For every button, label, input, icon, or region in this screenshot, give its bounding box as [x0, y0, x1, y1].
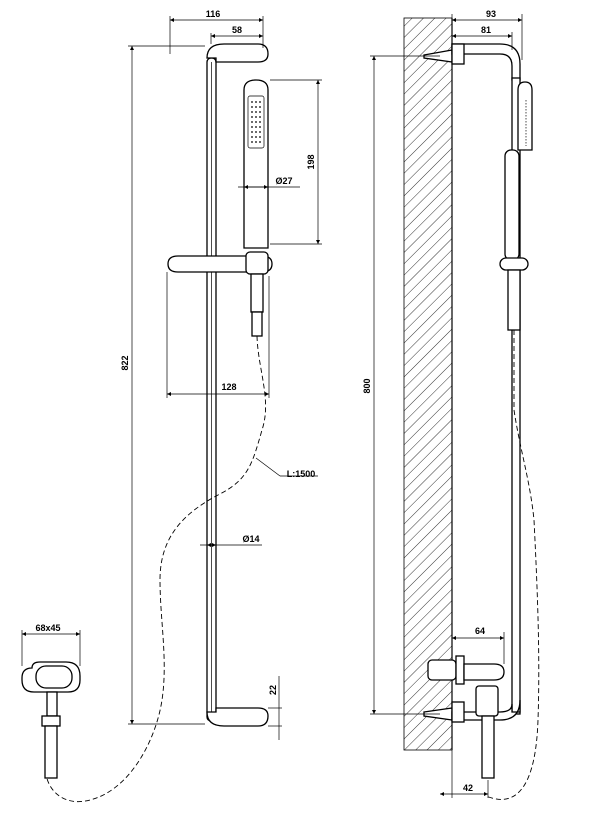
front-view: 116 58 822 198 Ø27	[21, 9, 322, 803]
dim-label: 58	[232, 25, 242, 35]
dim-slider-projection: 128	[166, 272, 270, 398]
dim-label: 42	[463, 783, 473, 793]
shower-hose	[45, 335, 266, 803]
bottom-bracket	[206, 707, 269, 727]
dim-top-projection: 93	[451, 9, 523, 60]
dim-label: L:1500	[287, 469, 316, 479]
dim-label: 116	[206, 9, 221, 19]
side-elbow-connector	[475, 685, 499, 779]
rail-bar	[206, 57, 217, 722]
dim-label: 22	[268, 685, 278, 695]
dim-overall-height: 822	[120, 45, 205, 725]
wall-outlet	[21, 661, 81, 779]
dim-label: 128	[221, 382, 236, 392]
dim-label: 800	[362, 378, 372, 393]
side-view: 93 81 800 64 42	[362, 9, 540, 800]
hand-shower	[243, 79, 269, 249]
dim-handshower-diameter: Ø27	[238, 176, 300, 190]
dim-wall-plate: 68x45	[21, 623, 81, 666]
dim-outlet-projection: 64	[452, 626, 505, 664]
slider-holder	[167, 251, 273, 275]
spray-nozzles	[251, 101, 261, 143]
dim-label: 64	[475, 626, 485, 636]
side-shower-hose	[485, 330, 540, 800]
hose-connector	[250, 273, 264, 337]
top-bracket	[206, 43, 269, 63]
dim-inner-projection: 81	[452, 25, 513, 50]
dim-bottom-bracket: 22	[268, 676, 282, 740]
dim-label: 822	[120, 355, 130, 370]
dim-bar-diameter: Ø14	[200, 534, 262, 548]
dim-mount-height: 800	[362, 55, 440, 715]
side-bottom-outlet	[427, 655, 505, 685]
dim-label: 68x45	[35, 623, 60, 633]
dim-hose-length: L:1500	[255, 457, 318, 479]
side-hand-shower	[499, 81, 533, 331]
dim-label: 81	[481, 25, 491, 35]
top-wall-mount	[423, 43, 521, 81]
wall-section	[403, 17, 453, 751]
dim-bottom-offset: 42	[440, 750, 489, 798]
dim-handshower-length: 198	[270, 79, 322, 245]
dim-top-width: 116	[169, 9, 264, 54]
dim-label: Ø27	[275, 176, 292, 186]
dim-bracket-width: 58	[210, 25, 263, 44]
dim-label: 93	[486, 9, 496, 19]
dim-label: 198	[306, 154, 316, 169]
dim-label: Ø14	[242, 534, 259, 544]
